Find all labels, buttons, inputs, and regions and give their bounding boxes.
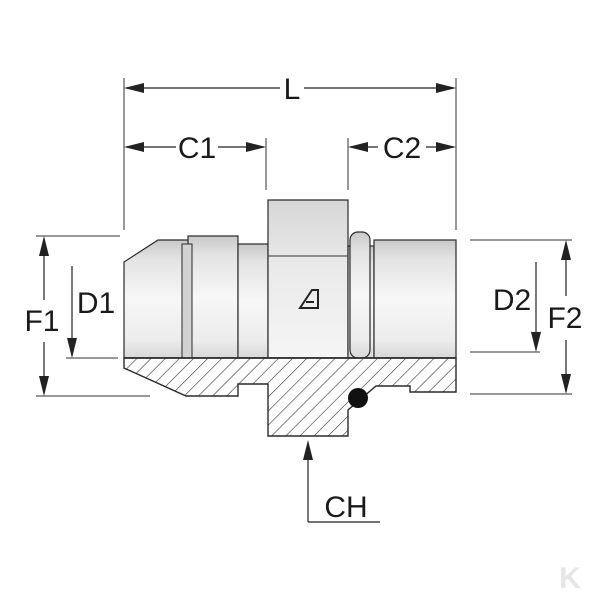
left-thread-ridge-2 [237, 243, 269, 359]
left-thread-ridge-1 [187, 235, 239, 359]
label-f1: F1 [24, 305, 59, 338]
dimension-lines [36, 78, 572, 523]
fitting-body [123, 199, 457, 359]
label-d1: D1 [77, 287, 115, 320]
watermark-logo: K [559, 562, 581, 595]
fitting-section [123, 357, 457, 437]
label-d2: D2 [493, 284, 531, 317]
hex-nut [267, 199, 349, 359]
section-cut [123, 357, 457, 437]
label-ch: CH [324, 491, 367, 524]
left-thread-groove [181, 243, 193, 359]
label-l: L [284, 73, 301, 106]
o-ring-section [348, 388, 368, 408]
o-ring [349, 231, 371, 359]
label-c2: C2 [383, 132, 421, 165]
label-c1: C1 [178, 132, 216, 165]
label-f2: F2 [547, 302, 582, 335]
left-tip [123, 239, 191, 359]
right-cylinder [373, 239, 457, 359]
brand-logo-icon [298, 289, 319, 309]
